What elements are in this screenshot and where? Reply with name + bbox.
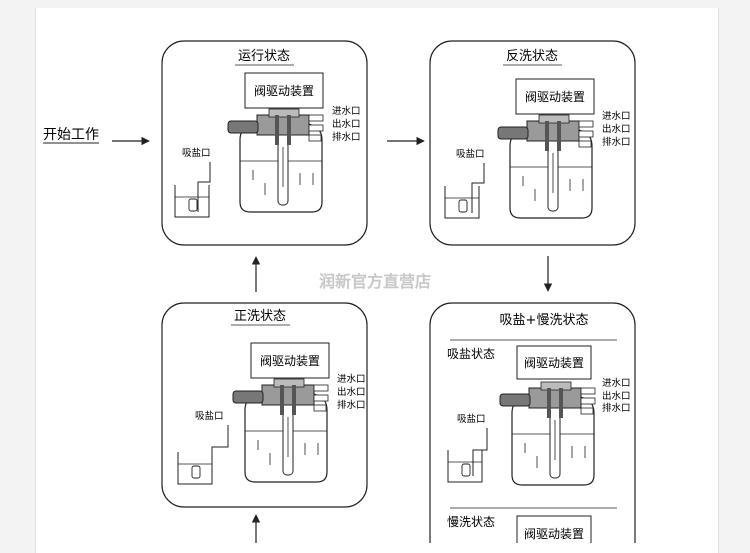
drain-label: 排水口 <box>332 131 361 143</box>
drain-label: 排水口 <box>602 402 631 414</box>
panel-title: 反洗状态 <box>506 49 558 64</box>
panel-rinse: 正洗状态 阀驱动装置 进水口 出水口 排水口 吸盐口 <box>161 302 368 508</box>
slow-sub-label: 慢洗状态 <box>447 515 495 529</box>
outlet-label: 出水口 <box>602 123 631 135</box>
brine-port-label: 吸盐口 <box>457 413 486 425</box>
drain-label: 排水口 <box>337 399 366 411</box>
brine-port-label: 吸盐口 <box>182 147 211 159</box>
inlet-label: 进水口 <box>337 373 366 385</box>
valve-drive-label: 阀驱动装置 <box>525 90 585 104</box>
outlet-label: 出水口 <box>332 118 361 130</box>
panel-title: 正洗状态 <box>234 309 286 324</box>
panel-backwash: 反洗状态 阀驱动装置 进水口 出水口 排水口 吸盐口 <box>429 40 636 246</box>
panel-title: 运行状态 <box>238 49 290 64</box>
brine-port-label: 吸盐口 <box>456 148 485 160</box>
start-label: 开始工作 <box>43 127 99 143</box>
panel-brine-slow: 吸盐+慢洗状态 吸盐状态 阀驱动装置 进水口 出水口 排水口 吸盐口 慢洗状态 … <box>429 302 636 543</box>
inlet-label: 进水口 <box>602 110 631 122</box>
outlet-label: 出水口 <box>337 386 366 398</box>
valve-drive-label-2: 阀驱动装置 <box>524 527 584 541</box>
panel-title: 吸盐+慢洗状态 <box>500 312 589 328</box>
brine-port-label: 吸盐口 <box>195 410 224 422</box>
drain-label: 排水口 <box>602 136 631 148</box>
valve-drive-label: 阀驱动装置 <box>260 354 320 368</box>
valve-drive-label: 阀驱动装置 <box>524 356 584 370</box>
valve-drive-label: 阀驱动装置 <box>254 84 314 98</box>
outlet-label: 出水口 <box>602 390 631 402</box>
store-watermark: 润新官方直营店 <box>319 272 431 291</box>
inlet-label: 进水口 <box>602 377 631 389</box>
panel-running: 运行状态 阀驱动装置 进水口 出水口 排水口 吸盐口 <box>161 40 368 246</box>
inlet-label: 进水口 <box>332 105 361 117</box>
brine-sub-label: 吸盐状态 <box>447 347 495 361</box>
